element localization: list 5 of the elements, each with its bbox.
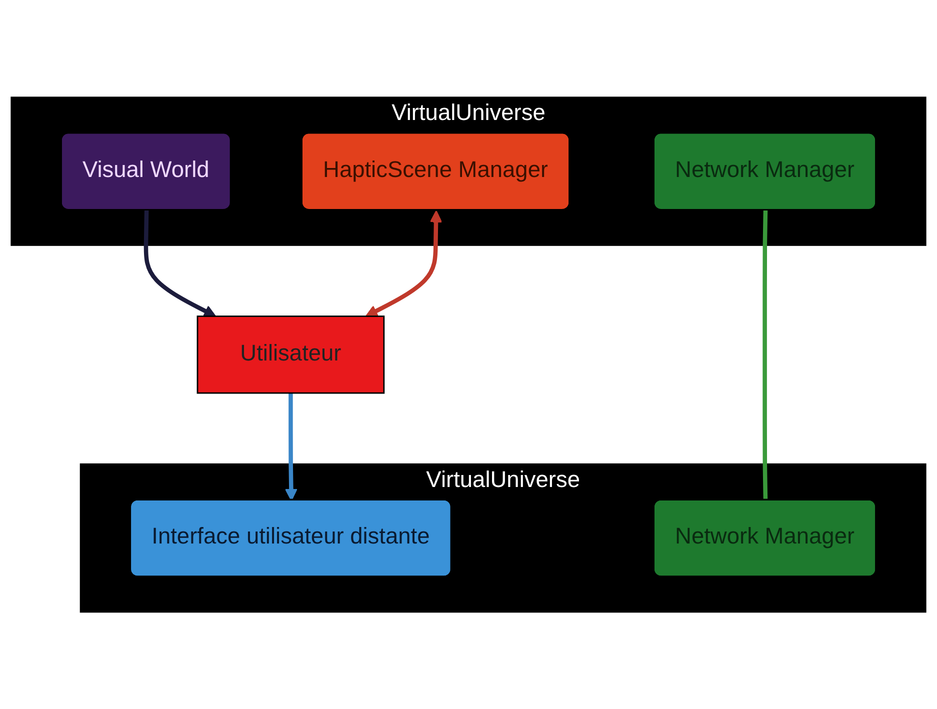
arrow: [144, 210, 216, 317]
connector: [762, 210, 768, 500]
arrow: [365, 210, 442, 317]
arrow: [284, 392, 298, 501]
node-box: Utilisateur: [196, 315, 385, 394]
